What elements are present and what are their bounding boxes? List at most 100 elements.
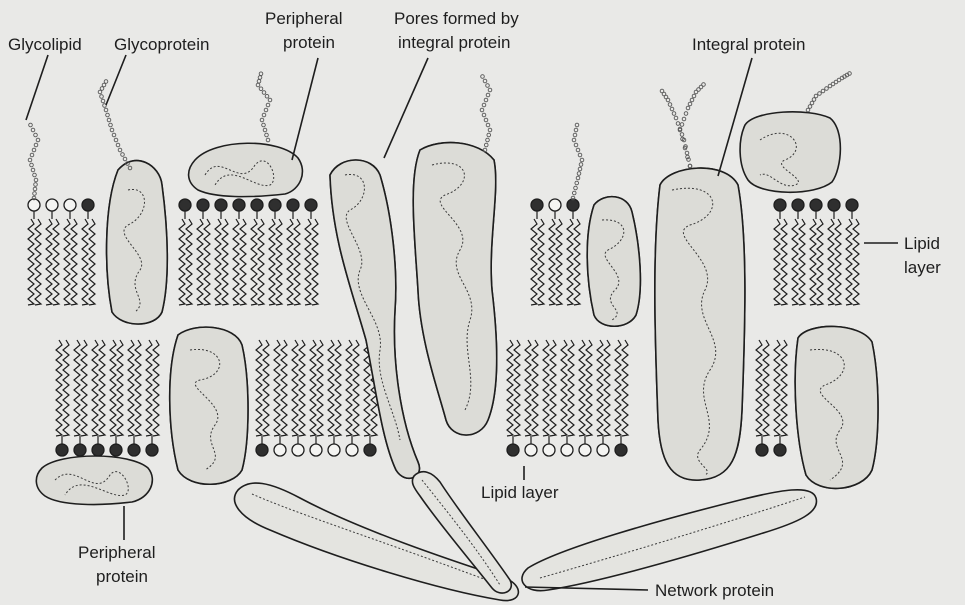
lipid-head xyxy=(525,444,537,456)
label-network-protein: Network protein xyxy=(655,581,774,600)
lipid-tail xyxy=(799,219,805,305)
lipid-tail xyxy=(615,340,621,436)
lipid-tail xyxy=(817,219,823,305)
lipid-tail xyxy=(538,219,544,305)
leader-pores xyxy=(384,58,428,158)
pore-protein-chain xyxy=(480,75,492,152)
lipid-tail xyxy=(574,219,580,305)
lipid-tail xyxy=(287,219,293,305)
lipid-tail xyxy=(597,340,603,436)
lipid-tail xyxy=(146,340,152,436)
lipid-head xyxy=(256,444,268,456)
lipid-head xyxy=(74,444,86,456)
lipid-head xyxy=(251,199,263,211)
lipid-tail xyxy=(586,340,592,436)
lipid-head xyxy=(364,444,376,456)
lipid-tail xyxy=(89,219,95,305)
lipid-tail xyxy=(550,340,556,436)
lipid-head xyxy=(215,199,227,211)
glycoprotein-chain xyxy=(98,80,132,170)
lipid-head xyxy=(292,444,304,456)
integral-protein-small xyxy=(587,197,640,327)
lipid-tail xyxy=(117,340,123,436)
label-peripheral-protein-bottom-line1: Peripheral xyxy=(78,543,156,562)
lipid-head xyxy=(549,199,561,211)
integral-protein-lower-right xyxy=(795,326,878,488)
lipid-tail xyxy=(579,340,585,436)
lipid-tail xyxy=(81,340,87,436)
lipid-tail xyxy=(269,219,275,305)
lipid-tail xyxy=(186,219,192,305)
lipid-tail xyxy=(310,340,316,436)
lipid-tail xyxy=(222,219,228,305)
label-glycolipid: Glycolipid xyxy=(8,35,82,54)
lipid-head xyxy=(756,444,768,456)
lipid-head xyxy=(110,444,122,456)
lipid-tail xyxy=(835,219,841,305)
protein-shapes xyxy=(36,112,878,505)
lipid-tail xyxy=(781,340,787,436)
leader-glycolipid xyxy=(26,55,48,120)
lipid-tail xyxy=(781,219,787,305)
lipid-tail xyxy=(128,340,134,436)
lipid-head xyxy=(543,444,555,456)
lipid-tail xyxy=(312,219,318,305)
lipid-tail xyxy=(71,219,77,305)
label-peripheral-protein-bottom-line2: protein xyxy=(96,567,148,586)
lipid-head xyxy=(287,199,299,211)
lipid-tail xyxy=(251,219,257,305)
lipid-tail xyxy=(197,219,203,305)
lipid-tail xyxy=(853,219,859,305)
lipid-tail xyxy=(53,219,59,305)
lipid-tail xyxy=(294,219,300,305)
lipid-head xyxy=(28,199,40,211)
lipid-tail xyxy=(35,219,41,305)
lipid-tail xyxy=(828,219,834,305)
lipid-head xyxy=(810,199,822,211)
lipid-head xyxy=(828,199,840,211)
lipid-head xyxy=(233,199,245,211)
label-peripheral-protein-top-line2: protein xyxy=(283,33,335,52)
lipid-tail xyxy=(568,340,574,436)
lipid-head xyxy=(56,444,68,456)
lipid-head xyxy=(792,199,804,211)
lipid-head xyxy=(179,199,191,211)
peripheral-protein-top-right xyxy=(740,112,840,192)
lipid-tail xyxy=(328,340,334,436)
lipid-tail xyxy=(276,219,282,305)
lipid-head xyxy=(774,444,786,456)
lipid-tail xyxy=(567,219,573,305)
lipid-head xyxy=(310,444,322,456)
lipid-head xyxy=(531,199,543,211)
lipid-tail xyxy=(532,340,538,436)
label-peripheral-protein-top-line1: Peripheral xyxy=(265,9,343,28)
lipid-tail xyxy=(46,219,52,305)
lipid-tail xyxy=(256,340,262,436)
lipid-tail xyxy=(556,219,562,305)
lipid-tail xyxy=(622,340,628,436)
lipid-head xyxy=(269,199,281,211)
lipid-tail xyxy=(305,219,311,305)
peripheral-protein-bottom xyxy=(36,456,152,504)
lipid-tail xyxy=(604,340,610,436)
lipid-tail xyxy=(135,340,141,436)
lipid-chain-mid xyxy=(571,123,584,200)
label-pores-line1: Pores formed by xyxy=(394,9,519,28)
lipid-tail xyxy=(846,219,852,305)
network-protein-right xyxy=(522,490,817,591)
lipid-tail xyxy=(56,340,62,436)
label-glycoprotein: Glycoprotein xyxy=(114,35,209,54)
lipid-tail xyxy=(274,340,280,436)
glycoprotein-body xyxy=(107,161,168,324)
lipid-head xyxy=(507,444,519,456)
lipid-tail xyxy=(774,340,780,436)
lipid-tail xyxy=(82,219,88,305)
lipid-tail xyxy=(549,219,555,305)
lipid-tail xyxy=(353,340,359,436)
integral-chain-a xyxy=(660,89,692,168)
lipid-tail xyxy=(28,219,34,305)
lipid-tail xyxy=(281,340,287,436)
lipid-tail xyxy=(63,340,69,436)
